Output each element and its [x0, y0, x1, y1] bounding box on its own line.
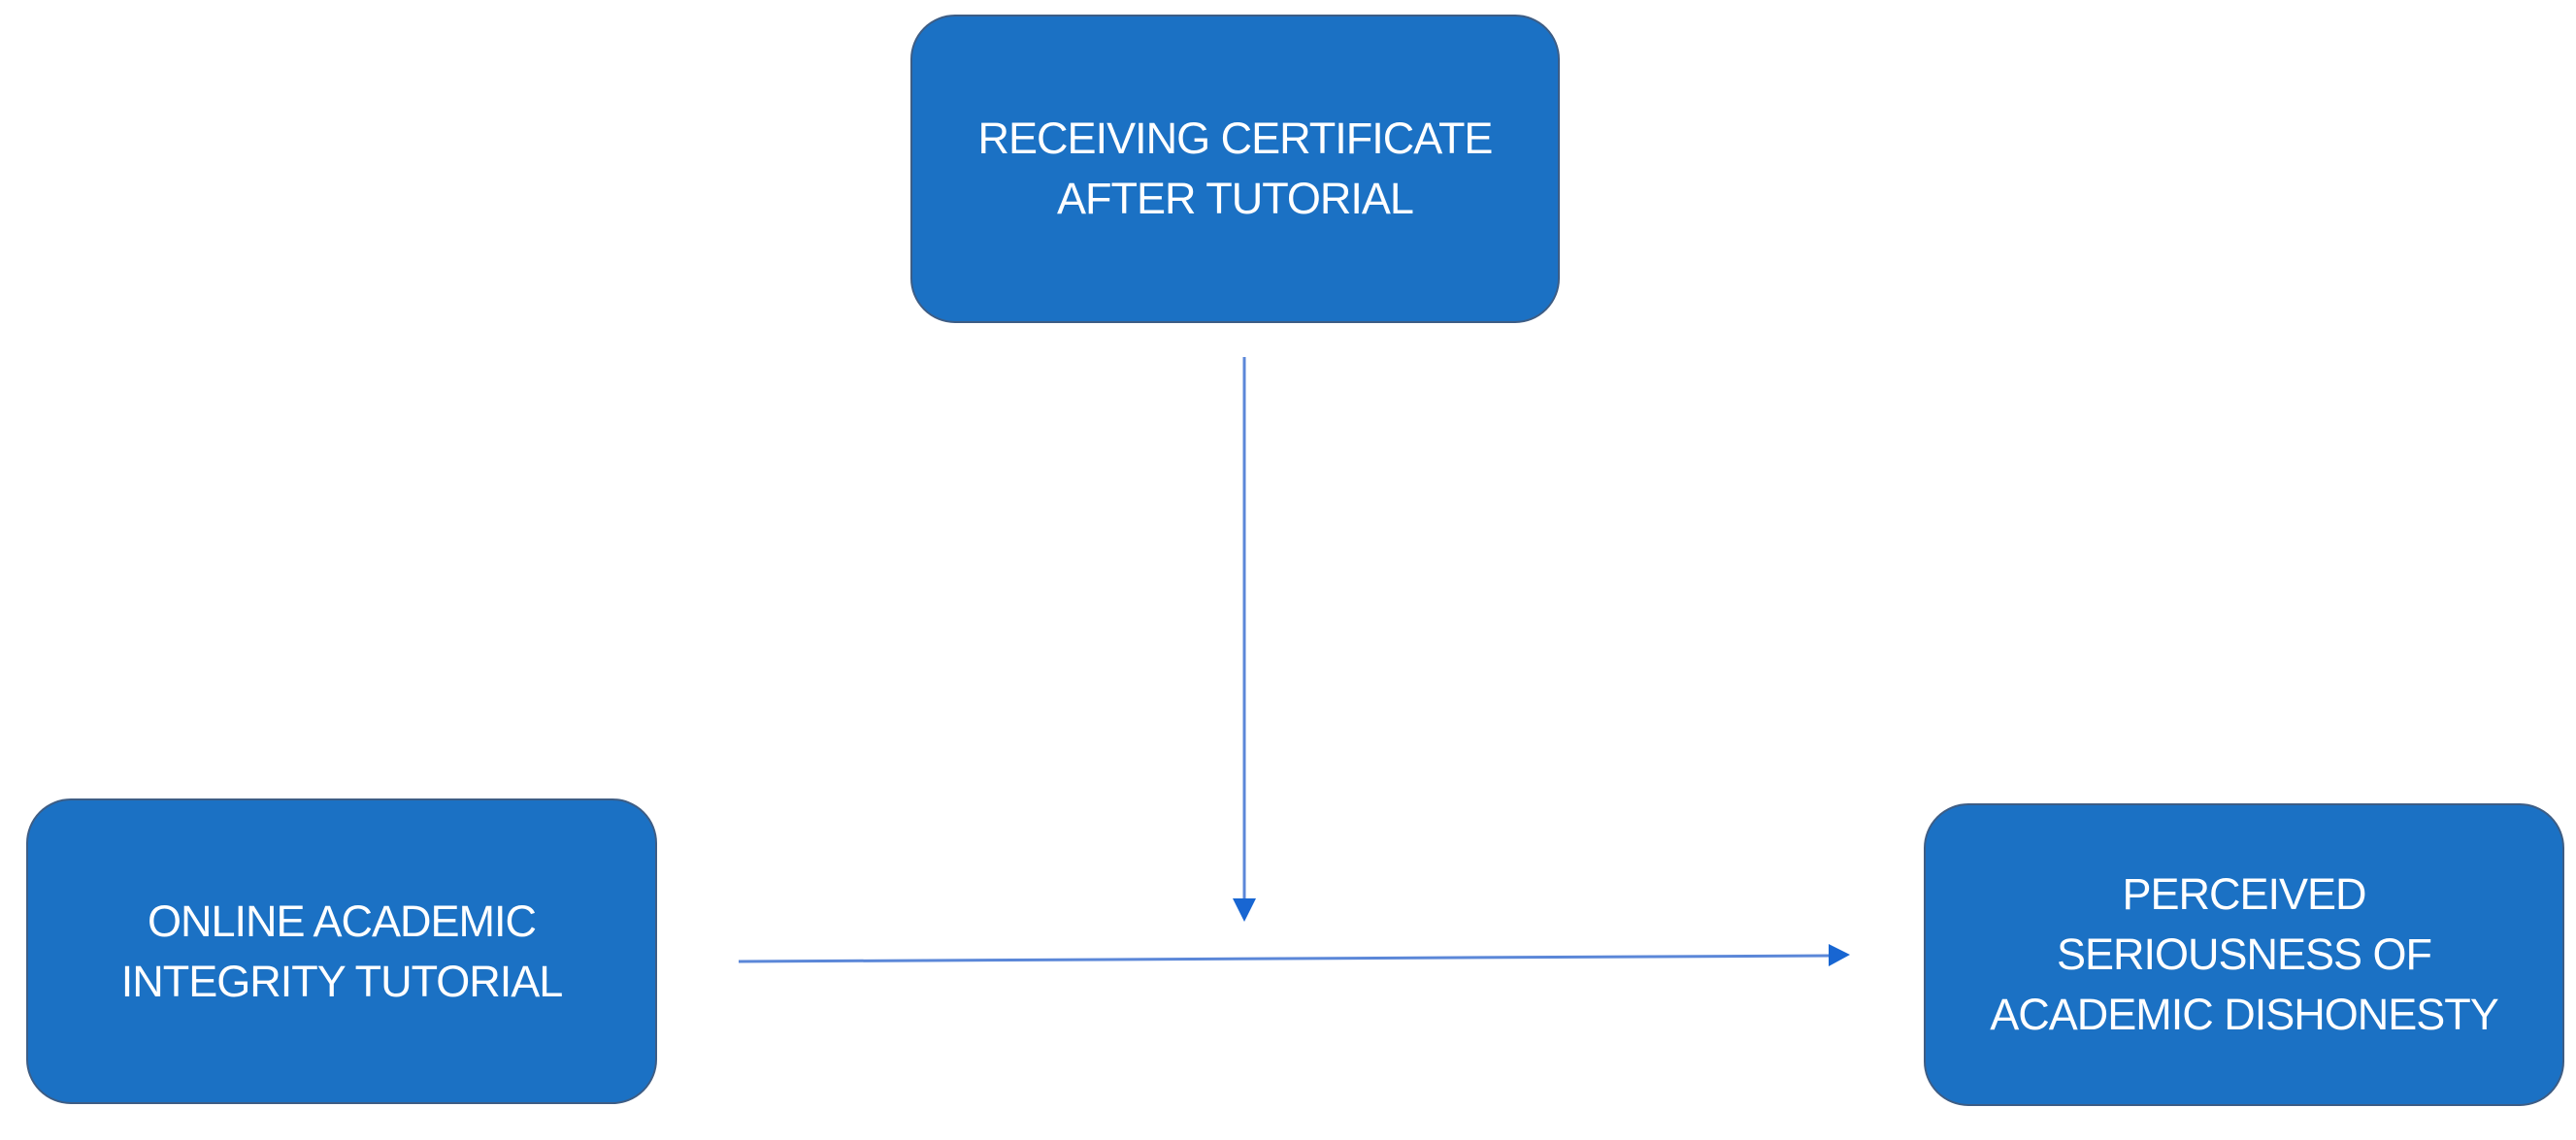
node-label-line: AFTER TUTORIAL [1057, 174, 1414, 223]
direct-effect-arrow-line [738, 954, 1832, 963]
moderation-arrowhead-icon [1233, 898, 1256, 922]
node-receiving-certificate: RECEIVING CERTIFICATE AFTER TUTORIAL [910, 15, 1560, 323]
direct-effect-arrowhead-icon [1829, 944, 1850, 966]
node-label-line: INTEGRITY TUTORIAL [120, 956, 564, 1006]
node-label-line: RECEIVING CERTIFICATE [977, 114, 1494, 163]
node-perceived-seriousness: PERCEIVED SERIOUSNESS OF ACADEMIC DISHON… [1924, 803, 2564, 1106]
node-label-line: ONLINE ACADEMIC [147, 896, 537, 946]
node-label-line: PERCEIVED [2122, 869, 2366, 919]
node-label-line: SERIOUSNESS OF [2056, 929, 2432, 979]
node-online-academic-integrity-tutorial: ONLINE ACADEMIC INTEGRITY TUTORIAL [26, 798, 657, 1104]
node-label-line: ACADEMIC DISHONESTY [1990, 990, 2499, 1039]
